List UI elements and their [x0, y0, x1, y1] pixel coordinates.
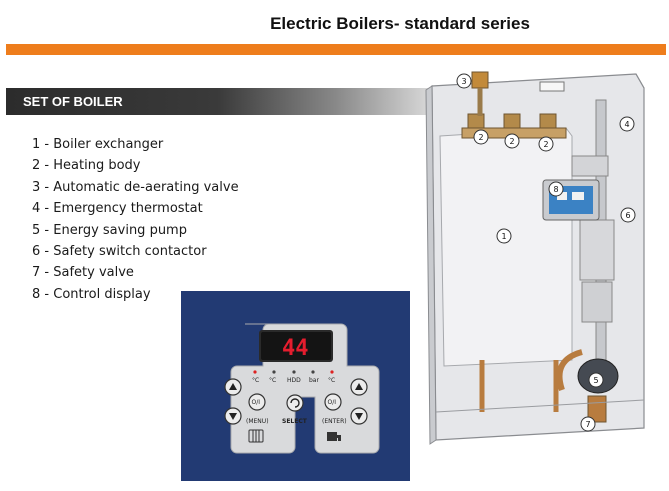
arrow-up-icon — [229, 383, 237, 390]
svg-text:O/I: O/I — [328, 399, 337, 406]
enter-label: (ENTER) — [322, 418, 347, 425]
callout-marker — [538, 136, 554, 152]
cycle-icon — [290, 398, 300, 408]
arrow-down-icon — [355, 413, 363, 420]
legend-item: 8 - Control display — [32, 286, 151, 302]
led-indicator — [292, 370, 296, 374]
control-panel-photo: 44 °C °C HDD bar °C O/I (MENU) SELECT O — [181, 291, 410, 481]
arrow-up-icon — [355, 383, 363, 390]
led-indicator — [253, 370, 257, 374]
select-label: SELECT — [282, 418, 308, 425]
boiler-illustration: 3 4 2 2 2 8 6 1 5 7 — [422, 60, 669, 478]
svg-text:2: 2 — [510, 137, 515, 146]
svg-text:1: 1 — [502, 232, 507, 241]
callout-marker — [620, 207, 636, 223]
lcd-value: 44 — [282, 336, 309, 361]
legend-item: 7 - Safety valve — [32, 265, 134, 281]
legend-item: 3 - Automatic de-aerating valve — [32, 179, 239, 195]
led-indicator — [311, 370, 315, 374]
callout-marker — [619, 116, 635, 132]
tap-icon — [327, 432, 341, 441]
svg-text:2: 2 — [544, 140, 549, 149]
section-header: SET OF BOILER — [6, 88, 476, 115]
page-title: Electric Boilers- standard series — [270, 14, 530, 33]
svg-text:8: 8 — [554, 185, 559, 194]
callout-marker — [548, 181, 564, 197]
select-button[interactable] — [286, 394, 304, 412]
legend-item: 6 - Safety switch contactor — [32, 244, 207, 260]
arrow-down-icon — [229, 413, 237, 420]
svg-text:3: 3 — [462, 77, 467, 86]
svg-text:5: 5 — [594, 376, 599, 385]
left-power-button[interactable] — [248, 393, 266, 411]
legend-item: 4 - Emergency thermostat — [32, 201, 203, 217]
boiler-exchanger — [439, 127, 573, 367]
callout-marker — [496, 228, 512, 244]
svg-text:2: 2 — [479, 133, 484, 142]
callout-marker — [504, 133, 520, 149]
legend-item: 1 - Boiler exchanger — [32, 137, 164, 152]
led-indicator — [272, 370, 276, 374]
unit-label: °C — [252, 377, 259, 384]
unit-label: bar — [309, 377, 319, 384]
control-panel-illustration: 44 °C °C HDD bar °C O/I (MENU) SELECT O — [224, 323, 380, 454]
right-power-button[interactable] — [324, 393, 342, 411]
svg-text:O/I: O/I — [252, 399, 261, 406]
menu-label: (MENU) — [246, 418, 269, 425]
callout-marker — [588, 372, 604, 388]
led-indicator — [330, 370, 334, 374]
heating-bodies — [461, 113, 567, 139]
svg-text:4: 4 — [625, 120, 630, 129]
svg-text:7: 7 — [586, 420, 591, 429]
legend-item: 5 - Energy saving pump — [32, 222, 187, 238]
callout-marker — [473, 129, 489, 145]
parts-legend: 1 - Boiler exchanger 2 - Heating body 3 … — [32, 134, 239, 305]
section-title: SET OF BOILER — [23, 94, 123, 109]
orange-divider — [6, 44, 666, 55]
unit-label: HDD — [287, 377, 301, 384]
unit-label: °C — [328, 377, 335, 384]
svg-text:6: 6 — [626, 211, 631, 220]
callout-marker — [580, 416, 596, 432]
legend-item: 2 - Heating body — [32, 158, 141, 174]
callout-marker — [456, 73, 472, 89]
unit-label: °C — [269, 377, 276, 384]
